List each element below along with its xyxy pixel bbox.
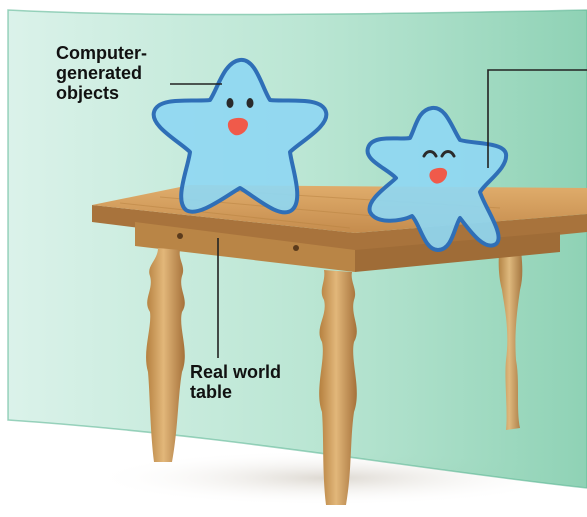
star-left-eye-right	[247, 98, 254, 108]
computer-generated-label: Computer- generated objects	[56, 43, 147, 103]
real-world-line-2: table	[190, 382, 281, 402]
computer-generated-line-3: objects	[56, 83, 147, 103]
computer-generated-line-2: generated	[56, 63, 147, 83]
real-world-line-1: Real world	[190, 362, 281, 382]
computer-generated-line-1: Computer-	[56, 43, 147, 63]
real-world-table-label: Real world table	[190, 362, 281, 402]
star-left-eye-left	[227, 98, 234, 108]
